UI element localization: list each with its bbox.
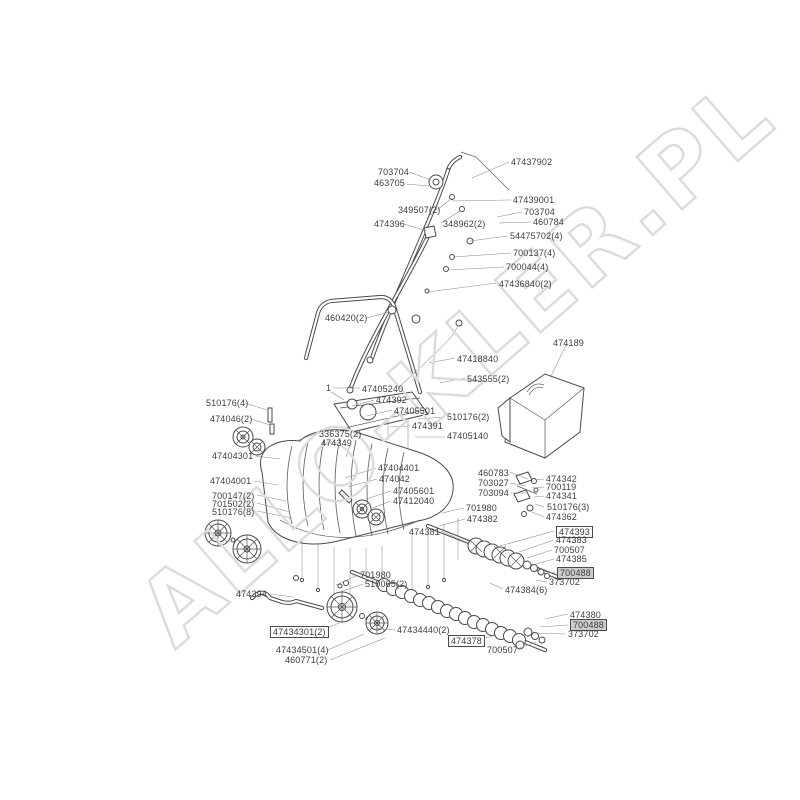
bearing-bracket-cluster xyxy=(513,471,539,517)
part-number-label: 474384(6) xyxy=(505,585,548,595)
part-number-label: 703094 xyxy=(478,488,509,498)
part-number-label: 47405240 xyxy=(362,384,404,394)
part-number-label: 701980 xyxy=(360,570,391,580)
part-number-label: 47436840(2) xyxy=(499,279,552,289)
part-number-label: 474189 xyxy=(553,338,584,348)
part-number-label: 47405501 xyxy=(394,406,436,416)
leader-lines xyxy=(244,161,569,661)
part-number-label: 47434301(2) xyxy=(270,626,329,638)
part-number-label: 474383 xyxy=(556,535,587,545)
bolt xyxy=(267,407,273,423)
part-number-label: 700507 xyxy=(487,645,518,655)
part-number-label: 474362 xyxy=(546,512,577,522)
part-number-label: 47405140 xyxy=(447,431,489,441)
blade-stars xyxy=(467,537,525,570)
part-number-label: 474342 xyxy=(546,474,577,484)
spring-coils xyxy=(377,578,526,647)
part-number-label: 474396 xyxy=(374,219,405,229)
part-number-label: 47434440(2) xyxy=(397,625,450,635)
part-number-label: 700488 xyxy=(557,567,594,579)
part-number-label: 701980 xyxy=(466,503,497,513)
part-number-label: 474394 xyxy=(236,589,267,599)
left-pulleys xyxy=(232,407,275,456)
part-number-label: 474393 xyxy=(556,526,593,538)
part-number-label: 474391 xyxy=(412,421,443,431)
part-number-label: 700044(4) xyxy=(506,262,549,272)
height-adjust-rod xyxy=(249,575,325,611)
part-number-label: 700507 xyxy=(554,545,585,555)
part-number-label: 510176(4) xyxy=(206,398,249,408)
part-number-label: 474385 xyxy=(556,554,587,564)
mid-pulleys xyxy=(338,489,385,526)
part-number-label: 463705 xyxy=(374,178,405,188)
part-number-label: 460784 xyxy=(533,217,564,227)
part-number-label: 348962(2) xyxy=(443,219,486,229)
blade-roller xyxy=(425,523,563,581)
front-left-wheel xyxy=(326,591,389,635)
part-number-label: 47404401 xyxy=(378,463,420,473)
part-number-label: 54475702(4) xyxy=(510,231,563,241)
spring-roller xyxy=(337,569,548,653)
part-number-label: 474042 xyxy=(379,474,410,484)
part-number-label: 373702 xyxy=(568,629,599,639)
bowden-cable xyxy=(397,325,459,389)
part-number-label: 47412040 xyxy=(393,496,435,506)
part-number-label: 349507(2) xyxy=(398,205,441,215)
part-number-label: 47404001 xyxy=(210,476,252,486)
part-number-label: 701502(2) xyxy=(212,499,255,509)
part-number-label: 700488 xyxy=(570,619,607,631)
handlebar xyxy=(303,151,510,395)
key-pin xyxy=(338,489,353,504)
handle-bolt xyxy=(411,314,421,324)
grass-bag xyxy=(497,373,585,459)
part-number-label: 474046(2) xyxy=(210,414,253,424)
handle-bolt xyxy=(387,305,397,315)
part-number-label: 474349 xyxy=(321,438,352,448)
deck-housing xyxy=(259,429,459,607)
bag-handle xyxy=(526,383,545,396)
part-number-label: 510176(8) xyxy=(212,507,255,517)
part-number-label: 474381 xyxy=(409,527,440,537)
handle-bracket xyxy=(423,225,437,239)
part-number-label: 474392 xyxy=(376,395,407,405)
assembly-lines xyxy=(301,518,459,602)
part-number-label: 474378 xyxy=(448,635,485,647)
part-number-label: 543555(2) xyxy=(467,374,510,384)
part-number-label: 703704 xyxy=(524,207,555,217)
part-number-label: 460783 xyxy=(478,468,509,478)
part-number-label: 703704 xyxy=(378,167,409,177)
part-number-label: 47404301 xyxy=(212,451,254,461)
part-number-label: 703027 xyxy=(478,478,509,488)
part-number-label: 460771(2) xyxy=(285,655,328,665)
part-number-label: 510176(2) xyxy=(447,412,490,422)
part-number-label: 510176(3) xyxy=(547,502,590,512)
part-number-label: 510065(2) xyxy=(365,579,408,589)
part-number-label: 474341 xyxy=(546,491,577,501)
part-number-label: 474380 xyxy=(570,610,601,620)
part-number-label: 700147(2) xyxy=(212,491,255,501)
part-number-label: 336375(2) xyxy=(319,429,362,439)
part-number-label: 1 xyxy=(326,383,332,393)
part-number-label: 700119 xyxy=(546,482,577,492)
part-number-label: 474382 xyxy=(467,514,498,524)
rear-left-wheel xyxy=(204,519,262,564)
part-number-label: 47439001 xyxy=(513,195,555,205)
part-number-label: 47418840 xyxy=(457,354,499,364)
part-number-label: 47437902 xyxy=(511,157,553,167)
part-number-label: 700137(4) xyxy=(513,248,556,258)
part-number-label: 47405601 xyxy=(393,486,435,496)
upper-cable-rod xyxy=(460,151,510,191)
part-number-label: 47434501(4) xyxy=(276,645,329,655)
part-number-label: 373702 xyxy=(549,577,580,587)
motor-housing xyxy=(333,391,429,448)
part-number-label: 460420(2) xyxy=(325,313,368,323)
